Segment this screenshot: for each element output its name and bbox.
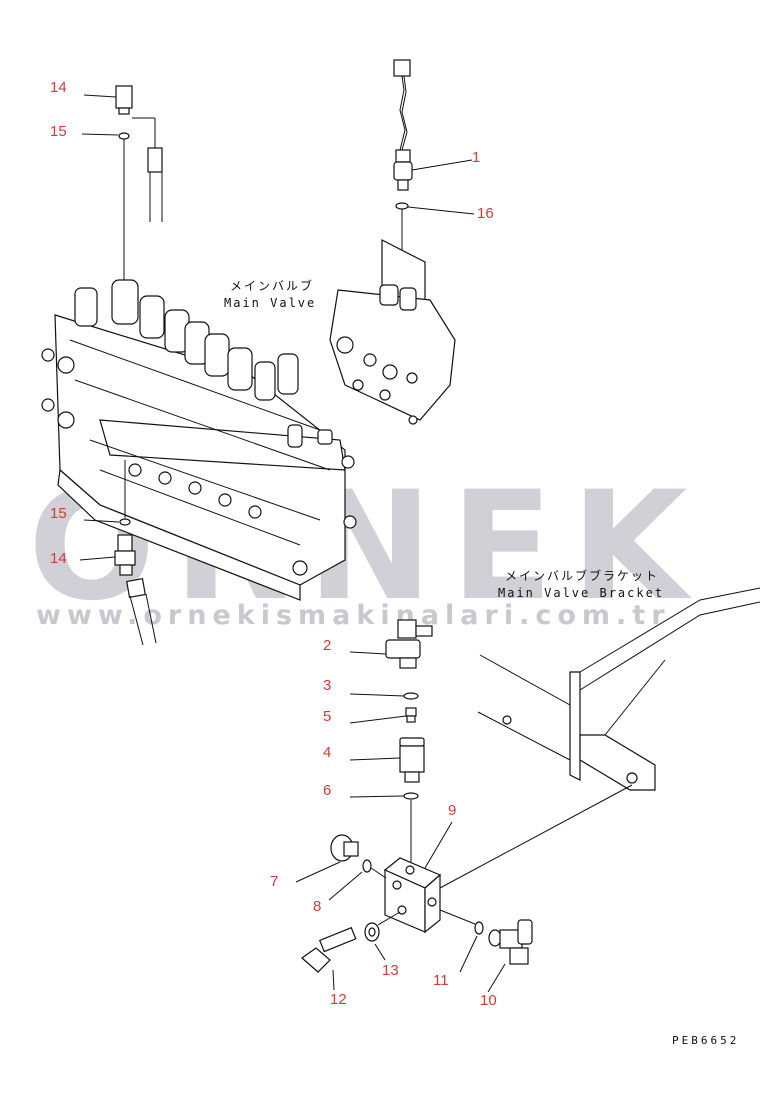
hose-top [147,147,163,222]
callout-9: 9 [448,802,456,819]
callout-12: 12 [330,991,347,1008]
leader-block-to-bracket [439,784,633,889]
callout-4: 4 [323,744,331,761]
plug-5 [405,707,417,723]
callout-11: 11 [433,972,449,989]
main-valve-bracket [477,587,761,791]
o-ring-15-top [118,132,130,140]
main-valve-label-en: Main Valve [224,296,316,310]
callout-6: 6 [323,782,331,799]
callout-5: 5 [323,708,331,725]
main-valve-body [41,279,357,601]
bracket-label-en: Main Valve Bracket [498,586,664,600]
o-ring-3 [403,692,419,700]
callout-14-top: 14 [50,79,67,96]
fitting-14-bottom [114,534,136,576]
o-ring-16 [395,202,409,210]
fitting-14-top [115,85,156,148]
plug-7 [330,834,359,862]
callout-7: 7 [270,873,278,890]
callout-15-bottom: 15 [50,505,67,522]
adapter-4 [399,737,425,783]
drawing-code: PEB6652 [672,1034,739,1047]
bolt-12 [301,926,357,973]
watermark-url: www.ornekismakinalari.com.tr [36,600,671,631]
o-ring-6 [403,792,419,800]
o-ring-15-bottom [119,518,131,526]
callout-13: 13 [382,962,399,979]
bracket-label-jp: メインバルブブラケット [505,568,659,583]
callout-14-bottom: 14 [50,550,67,567]
callout-16: 16 [477,205,494,222]
sensor-1 [393,59,413,191]
o-ring-11 [474,921,484,935]
callout-8: 8 [313,898,321,915]
callout-15-top: 15 [50,123,67,140]
callout-3: 3 [323,677,331,694]
callout-2: 2 [323,637,331,654]
callout-10: 10 [480,992,497,1009]
hose-bottom [126,578,157,646]
callout-1: 1 [472,149,480,166]
fitting-2 [385,619,433,669]
valve-end-section [329,239,456,425]
main-valve-label-jp: メインバルブ [230,278,314,293]
o-ring-8 [362,859,372,873]
elbow-10 [488,919,533,965]
block-9 [383,857,442,934]
